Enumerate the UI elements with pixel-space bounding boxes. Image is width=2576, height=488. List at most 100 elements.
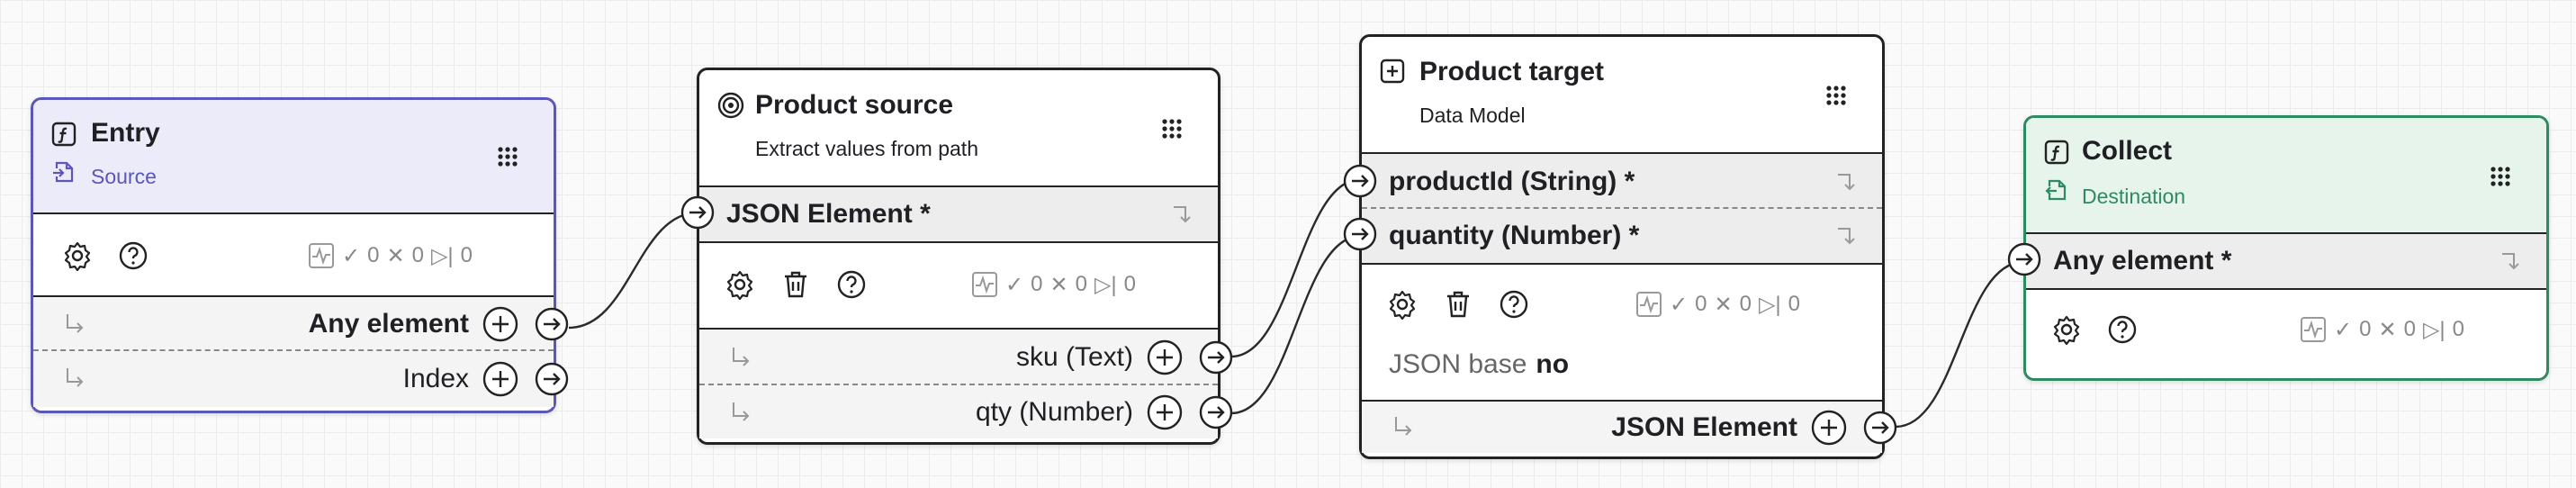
- pulse-icon: [309, 243, 334, 268]
- skip-icon: ▷|: [2422, 317, 2445, 342]
- hook-arrow-icon: [67, 314, 84, 333]
- json-base-value: no: [1536, 349, 1570, 379]
- drag-handle-icon[interactable]: [1160, 117, 1184, 140]
- node-toolbar: ✓0 ✕0 ▷|0: [699, 243, 1218, 326]
- output-row: sku (Text): [699, 328, 1233, 385]
- wire-sku-to-productid[interactable]: [1230, 177, 1362, 358]
- skip-icon: ▷|: [1758, 292, 1781, 317]
- node-title: Product source: [755, 90, 954, 120]
- source-file-icon: [53, 161, 74, 183]
- gear-icon[interactable]: [1387, 289, 1418, 320]
- ok-count: 0: [1695, 292, 1707, 316]
- node-title: Collect: [2082, 136, 2173, 166]
- required-mark: *: [1624, 167, 1635, 196]
- help-icon[interactable]: [1499, 289, 1529, 320]
- input-label: quantity (Number) *: [1389, 221, 1640, 250]
- trash-icon[interactable]: [1443, 289, 1473, 320]
- gear-icon[interactable]: [2051, 314, 2082, 345]
- node-title: Entry: [91, 118, 160, 148]
- x-icon: ✕: [386, 243, 405, 268]
- drag-handle-icon[interactable]: [1824, 84, 1848, 107]
- node-subtitle: Data Model: [1419, 104, 1526, 127]
- output-row: Index: [33, 349, 569, 407]
- skip-count: 0: [1788, 292, 1800, 316]
- output-port-icon[interactable]: [1862, 410, 1898, 446]
- corner-arrow-icon: [1174, 206, 1191, 223]
- add-port-icon[interactable]: [482, 305, 519, 343]
- plus-square-icon: [1380, 59, 1405, 84]
- input-row: quantity (Number) *: [1343, 207, 1882, 265]
- corner-arrow-icon: [1838, 228, 1855, 245]
- input-port-icon[interactable]: [1342, 163, 1378, 199]
- add-port-icon[interactable]: [1146, 393, 1184, 431]
- input-row: JSON Element *: [680, 185, 1218, 243]
- check-icon: ✓: [342, 243, 361, 268]
- pulse-icon: [2301, 317, 2326, 342]
- input-port-icon[interactable]: [680, 194, 716, 230]
- input-port-icon[interactable]: [2006, 241, 2042, 277]
- pulse-icon: [1636, 292, 1662, 317]
- help-icon[interactable]: [2107, 314, 2138, 345]
- product-target-header[interactable]: Product target Data Model: [1362, 37, 1882, 152]
- target-icon: [717, 92, 744, 119]
- error-count: 0: [2403, 317, 2416, 341]
- node-subtitle: Source: [91, 165, 157, 188]
- output-label: sku (Text): [1015, 342, 1133, 372]
- trash-icon[interactable]: [780, 269, 811, 300]
- collect-node-header[interactable]: Collect Destination: [2026, 118, 2546, 232]
- x-icon: ✕: [1049, 272, 1068, 297]
- node-subtitle: Extract values from path: [755, 137, 978, 160]
- wire-qty-to-quantity[interactable]: [1230, 234, 1362, 415]
- corner-arrow-icon: [2502, 253, 2519, 270]
- output-port-icon[interactable]: [1198, 394, 1234, 430]
- product-source-header[interactable]: Product source Extract values from path: [699, 70, 1218, 185]
- function-icon: [51, 122, 77, 147]
- add-port-icon[interactable]: [1810, 409, 1848, 447]
- error-count: 0: [1739, 292, 1752, 316]
- drag-handle-icon[interactable]: [496, 145, 519, 168]
- gear-icon[interactable]: [62, 240, 93, 271]
- destination-file-icon: [2045, 179, 2067, 201]
- output-row: Any element: [33, 295, 569, 351]
- required-mark: *: [1628, 221, 1640, 250]
- output-label: Index: [402, 364, 469, 393]
- input-port-icon[interactable]: [1342, 216, 1378, 252]
- wire-target-to-collect[interactable]: [1895, 260, 2024, 429]
- gear-icon[interactable]: [725, 269, 755, 300]
- x-icon: ✕: [1714, 292, 1733, 317]
- output-port-icon[interactable]: [534, 306, 570, 342]
- help-icon[interactable]: [836, 269, 867, 300]
- add-port-icon[interactable]: [1146, 339, 1184, 376]
- output-label: qty (Number): [975, 397, 1133, 427]
- entry-node-header[interactable]: Entry Source: [33, 100, 554, 212]
- output-port-icon[interactable]: [1198, 339, 1234, 375]
- check-icon: ✓: [1005, 272, 1024, 297]
- node-stats: ✓0 ✕0 ▷|0: [971, 271, 1136, 298]
- x-icon: ✕: [2378, 317, 2397, 342]
- node-toolbar: ✓0 ✕0 ▷|0: [1362, 265, 1882, 344]
- input-label: Any element *: [2053, 246, 2232, 276]
- node-stats: ✓0 ✕0 ▷|0: [1635, 291, 1800, 318]
- output-row: JSON Element: [1362, 400, 1897, 453]
- pulse-icon: [972, 272, 997, 297]
- ok-count: 0: [2359, 317, 2372, 341]
- drag-handle-icon[interactable]: [2489, 165, 2512, 188]
- collect-node[interactable]: Collect Destination Any element * ✓0 ✕0 …: [2007, 115, 2549, 381]
- input-label: JSON Element *: [726, 199, 931, 229]
- input-row: Any element *: [2007, 232, 2546, 290]
- check-icon: ✓: [2334, 317, 2353, 342]
- add-port-icon[interactable]: [482, 360, 519, 398]
- entry-node[interactable]: Entry Source ✓0 ✕0 ▷|0 Any element Index: [31, 97, 569, 413]
- skip-count: 0: [2452, 317, 2464, 341]
- hook-arrow-icon: [733, 402, 750, 421]
- help-icon[interactable]: [118, 240, 149, 271]
- ok-count: 0: [367, 243, 380, 267]
- product-target-node[interactable]: Product target Data Model productId (Str…: [1343, 34, 1897, 459]
- output-port-icon[interactable]: [534, 361, 570, 397]
- node-toolbar: ✓0 ✕0 ▷|0: [2026, 290, 2546, 373]
- product-source-node[interactable]: Product source Extract values from path …: [680, 68, 1233, 445]
- node-stats: ✓0 ✕0 ▷|0: [2300, 316, 2464, 343]
- output-label: JSON Element: [1611, 412, 1797, 442]
- function-icon: [2044, 140, 2069, 165]
